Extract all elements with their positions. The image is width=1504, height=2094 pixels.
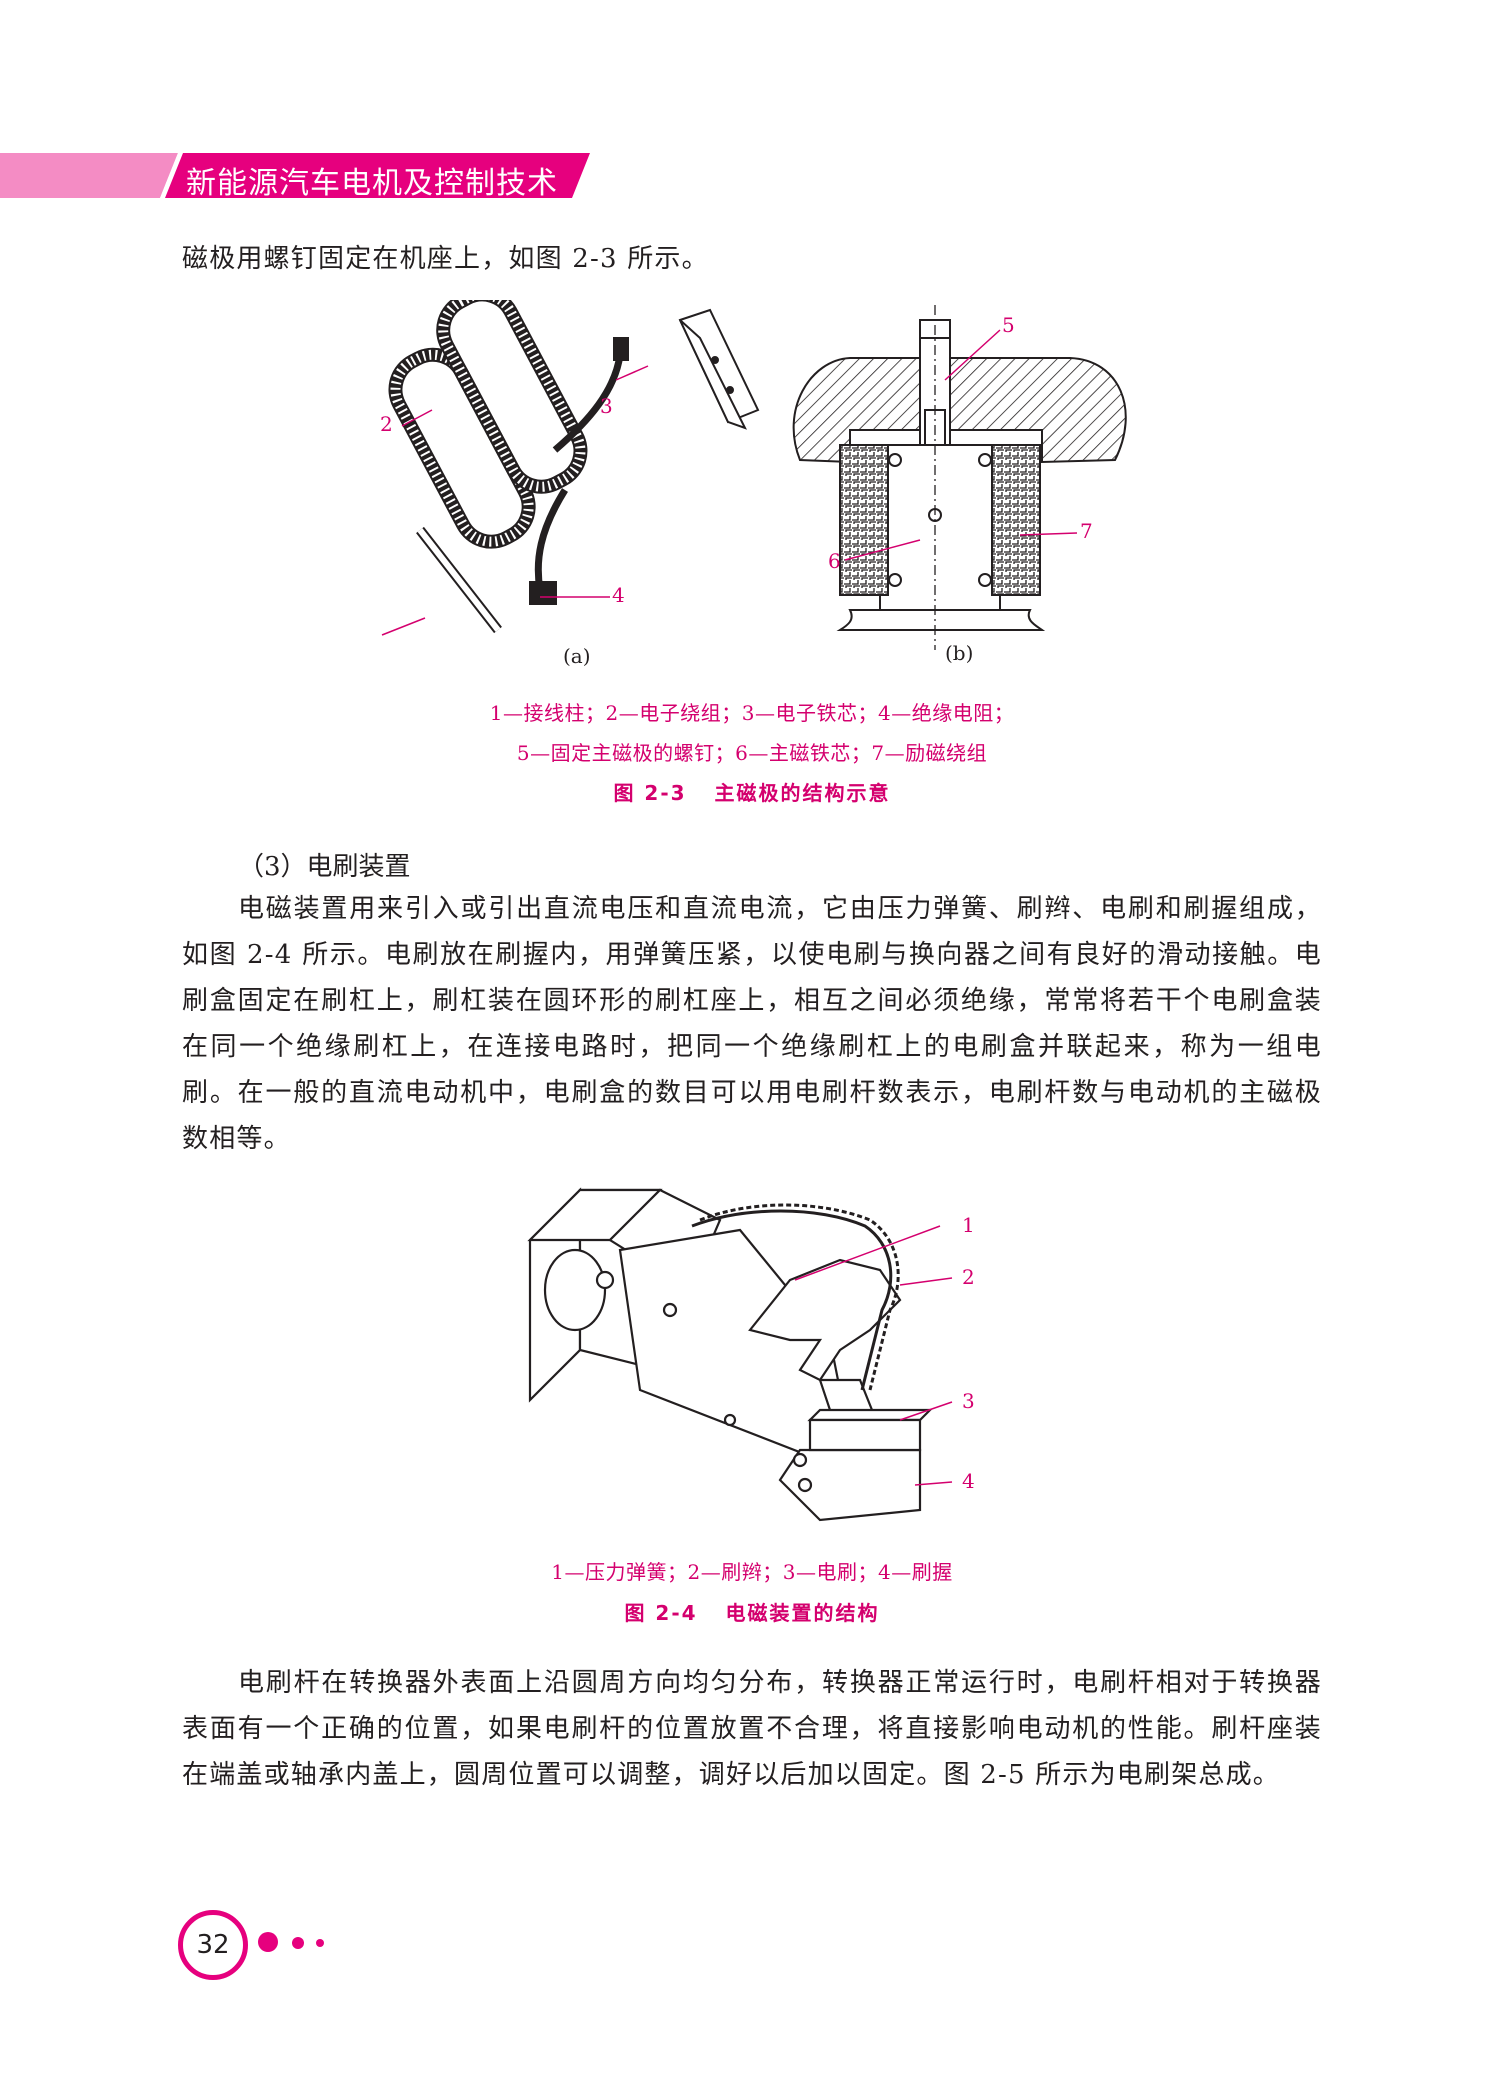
- fig24-legend: 1—压力弹簧；2—刷辫；3—电刷；4—刷握: [551, 1560, 953, 1584]
- fig24-label-1: 1: [962, 1213, 975, 1237]
- brush-holder-drawing: [527, 1187, 933, 1522]
- footer-dot-large: [258, 1932, 278, 1952]
- field-coil-drawing: [388, 300, 629, 634]
- page-number-badge: 32: [178, 1910, 248, 1980]
- paragraph-brush-device: 电磁装置用来引入或引出直流电压和直流电流，它由压力弹簧、刷辫、电刷和刷握组成，如…: [182, 894, 1322, 1154]
- fig23b-label-6: 6: [828, 549, 841, 573]
- fig23a-label-2: 2: [380, 412, 393, 436]
- fig24-caption-number: 图 2-4: [624, 1601, 698, 1625]
- fig23-sublabel-a: (a): [563, 644, 591, 668]
- fig24-caption: 图 2-4 电磁装置的结构: [0, 1597, 1504, 1626]
- intro-line: 磁极用螺钉固定在机座上，如图 2-3 所示。: [182, 244, 709, 274]
- fig24-caption-text: 电磁装置的结构: [725, 1601, 880, 1625]
- fig23a-label-4: 4: [612, 583, 625, 607]
- fig23-legend-line1: 1—接线柱；2—电子绕组；3—电子铁芯；4—绝缘电阻；: [489, 701, 1015, 725]
- fig23-caption: 图 2-3 主磁极的结构示意: [0, 777, 1504, 806]
- fig23-caption-number: 图 2-3: [613, 781, 687, 805]
- figure-2-3: 1 2 3 4 (a) 5 6 7 (b): [380, 300, 1127, 668]
- fig23b-label-7: 7: [1080, 519, 1093, 543]
- fig23-caption-text: 主磁极的结构示意: [714, 781, 891, 805]
- fig23b-label-5: 5: [1002, 313, 1015, 337]
- fig23a-label-1: 1: [380, 616, 381, 640]
- running-header-title: 新能源汽车电机及控制技术: [186, 166, 558, 201]
- page-number: 32: [196, 1930, 230, 1960]
- fig24-label-4: 4: [962, 1469, 975, 1493]
- paragraph-brush-rod: 电刷杆在转换器外表面上沿圆周方向均匀分布，转换器正常运行时，电刷杆相对于转换器表…: [182, 1668, 1322, 1790]
- fig23-sublabel-b: (b): [945, 641, 973, 665]
- header-band: [0, 153, 590, 198]
- pole-shoe-drawing: [678, 308, 760, 430]
- footer-dot-small: [316, 1939, 324, 1947]
- footer-dot-medium: [292, 1937, 304, 1949]
- fig23-legend-line2: 5—固定主磁极的螺钉；6—主磁铁芯；7—励磁绕组: [516, 741, 988, 765]
- fig23a-label-3: 3: [600, 394, 613, 418]
- fig24-label-2: 2: [962, 1265, 975, 1289]
- figure-2-4: 1 2 3 4: [527, 1187, 975, 1522]
- main-pole-drawing: [792, 305, 1127, 650]
- section-heading-brush: （3）电刷装置: [238, 852, 411, 882]
- fig24-label-3: 3: [962, 1389, 975, 1413]
